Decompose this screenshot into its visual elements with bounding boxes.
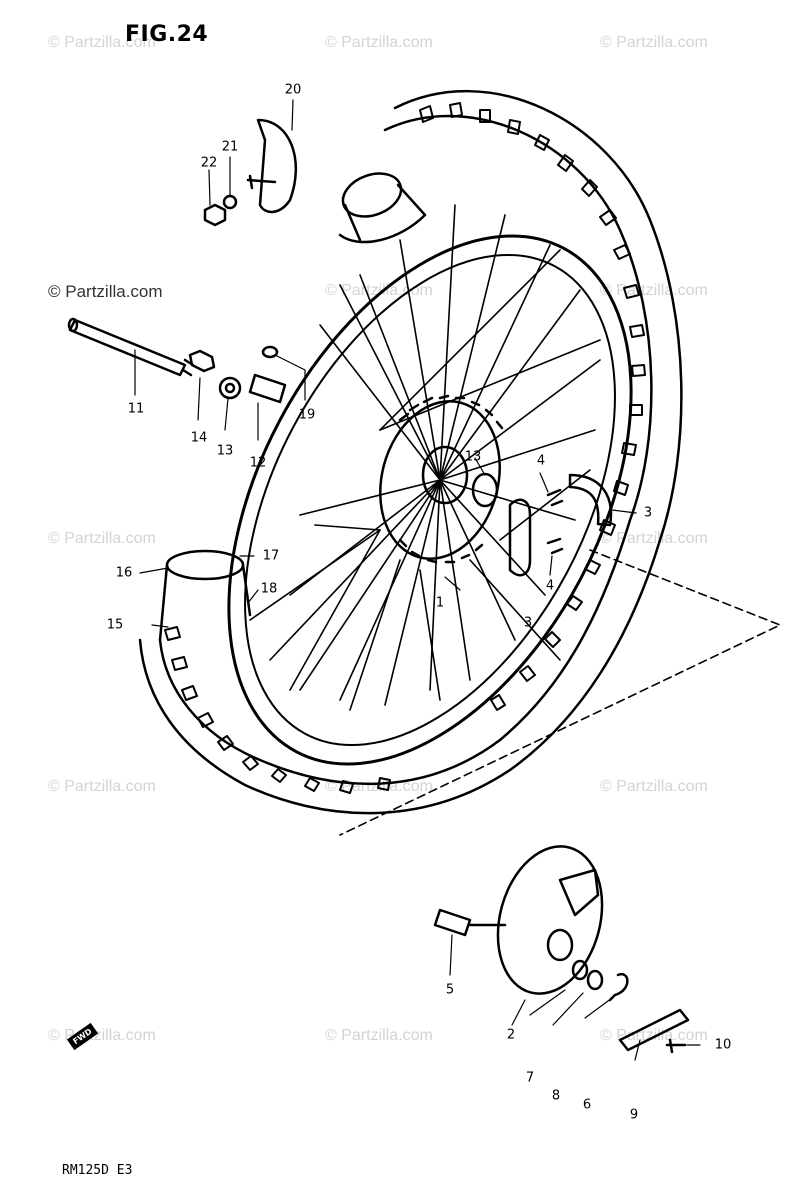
callout-13: 13 — [464, 449, 482, 465]
callout-2: 2 — [506, 1027, 516, 1043]
callout-4: 4 — [536, 453, 546, 469]
tube-section-left — [158, 549, 252, 642]
callout-18: 18 — [260, 581, 278, 597]
callout-21: 21 — [221, 139, 239, 155]
callout-7: 7 — [525, 1070, 535, 1086]
tyre — [138, 90, 683, 815]
watermark: © Partzilla.com — [325, 34, 433, 51]
callout-8: 8 — [551, 1088, 561, 1104]
model-code: RM125D E3 — [62, 1163, 133, 1178]
tyre-tread-blocks — [164, 102, 646, 794]
leader-lines — [134, 99, 701, 1061]
watermark: © Partzilla.com — [325, 282, 433, 299]
callout-14: 14 — [190, 430, 208, 446]
callout-12: 12 — [249, 455, 267, 471]
spokes — [249, 204, 601, 711]
callout-6: 6 — [582, 1097, 592, 1113]
callout-20: 20 — [284, 82, 302, 98]
callout-3: 3 — [643, 505, 653, 521]
watermark: © Partzilla.com — [325, 1027, 433, 1044]
figure-title: FIG.24 — [125, 22, 209, 47]
watermark: © Partzilla.com — [600, 34, 708, 51]
callout-15: 15 — [106, 617, 124, 633]
disc-guard-top — [203, 118, 298, 227]
callout-22: 22 — [200, 155, 218, 171]
watermark: © Partzilla.com — [600, 1027, 708, 1044]
callout-4: 4 — [545, 578, 555, 594]
callout-5: 5 — [445, 982, 455, 998]
watermark: © Partzilla.com — [600, 530, 708, 547]
brake-shoes — [508, 473, 613, 577]
callout-10: 10 — [714, 1037, 732, 1053]
watermark: © Partzilla.com — [600, 778, 708, 795]
callout-11: 11 — [127, 401, 145, 417]
callout-3: 3 — [523, 615, 533, 631]
dashed-divider — [339, 549, 781, 836]
watermark: © Partzilla.com — [48, 34, 156, 51]
callout-13: 13 — [216, 443, 234, 459]
callout-9: 9 — [629, 1107, 639, 1123]
brake-panel-assembly — [433, 845, 690, 1054]
hub — [379, 394, 504, 564]
watermark: © Partzilla.com — [48, 778, 156, 795]
callout-19: 19 — [298, 407, 316, 423]
watermark: © Partzilla.com — [48, 530, 156, 547]
axle-assembly-left — [67, 317, 287, 404]
wheel-rim — [227, 234, 633, 766]
inner-tube-top — [338, 172, 427, 244]
callout-1: 1 — [435, 595, 445, 611]
watermark-prominent: © Partzilla.com — [48, 282, 163, 301]
callout-16: 16 — [115, 565, 133, 581]
callout-17: 17 — [262, 548, 280, 564]
